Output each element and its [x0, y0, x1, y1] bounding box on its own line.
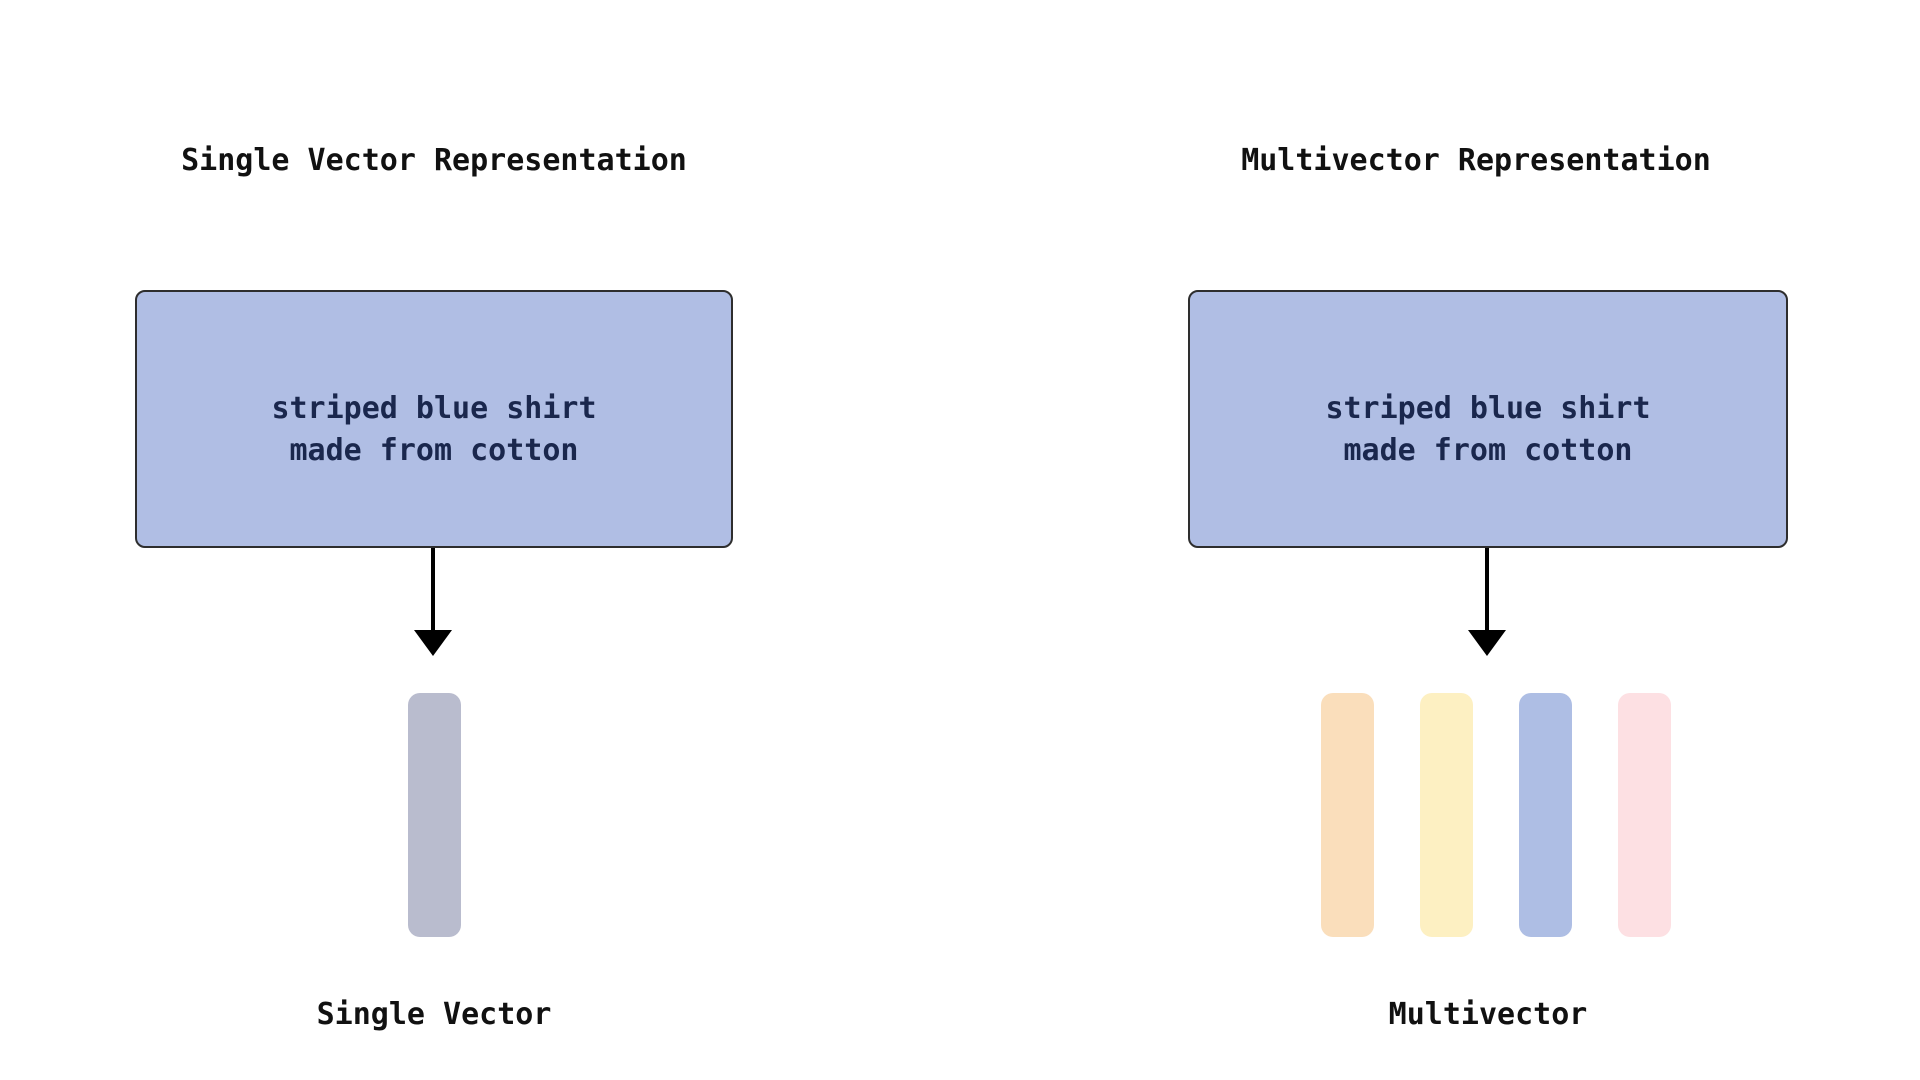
left-arrow-head	[414, 630, 452, 656]
right-down-arrow-icon	[1468, 548, 1506, 656]
vector-bar	[1420, 693, 1473, 937]
left-down-arrow-icon	[414, 548, 452, 656]
right-panel-label: Multivector	[1388, 997, 1588, 1032]
left-panel-label: Single Vector	[316, 997, 552, 1032]
left-arrow-shaft	[431, 548, 435, 630]
vector-bar	[1321, 693, 1374, 937]
right-query-text: striped blue shirt made from cotton	[1325, 391, 1651, 468]
right-panel-title: Multivector Representation	[1241, 143, 1711, 178]
vector-bar	[408, 693, 461, 937]
right-query-box: striped blue shirt made from cotton	[1188, 290, 1788, 548]
vector-bar	[1519, 693, 1572, 937]
left-query-box: striped blue shirt made from cotton	[135, 290, 733, 548]
multivector-bars	[1321, 693, 1671, 937]
right-arrow-head	[1468, 630, 1506, 656]
left-panel-title: Single Vector Representation	[181, 143, 687, 178]
right-arrow-shaft	[1485, 548, 1489, 630]
single-vector-bars	[408, 693, 461, 937]
vector-bar	[1618, 693, 1671, 937]
left-query-text: striped blue shirt made from cotton	[271, 391, 597, 468]
